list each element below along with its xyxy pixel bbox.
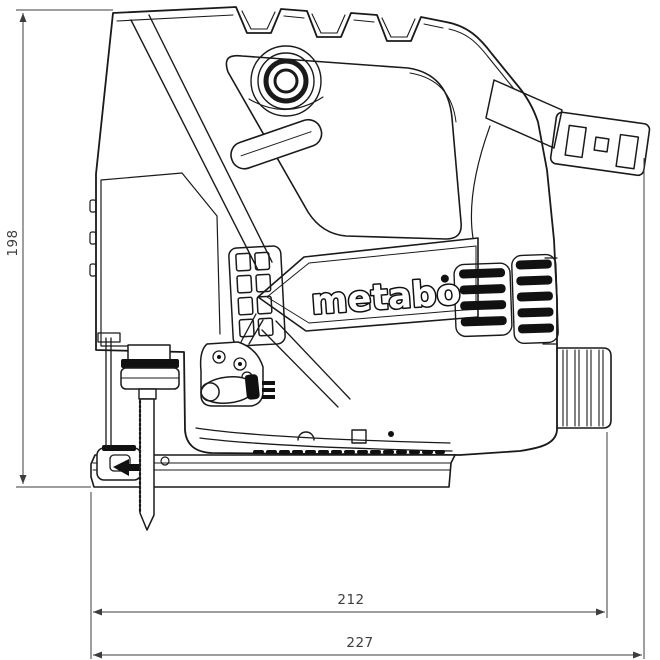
bottom-skirt bbox=[195, 320, 453, 454]
lever-grip-ribs bbox=[262, 381, 275, 399]
metabo-logo-text: metabo bbox=[310, 273, 462, 323]
direction-arrow-icon bbox=[113, 459, 153, 476]
handle-front-band bbox=[130, 14, 273, 271]
body-outline bbox=[95, 6, 558, 456]
trigger-switch bbox=[230, 118, 323, 170]
power-cable bbox=[485, 79, 651, 177]
dimension-label-height: 198 bbox=[5, 229, 21, 256]
metabo-logo: metabo bbox=[308, 271, 463, 324]
jigsaw-body bbox=[89, 6, 651, 531]
rear-contour bbox=[470, 125, 558, 345]
dimension-label-body-length: 212 bbox=[337, 592, 364, 608]
registered-mark-dot bbox=[440, 274, 449, 283]
rear-vent-slats bbox=[453, 253, 559, 345]
handle-notches bbox=[116, 10, 515, 90]
dimension-annotations bbox=[16, 9, 645, 659]
handle-opening-inner-line bbox=[409, 72, 457, 123]
gear-head-face bbox=[89, 172, 221, 347]
dimension-label-overall-length: 227 bbox=[346, 635, 373, 651]
extension-lines bbox=[16, 9, 645, 659]
front-vents bbox=[228, 245, 286, 347]
saw-blade bbox=[138, 398, 155, 531]
dust-port bbox=[556, 347, 612, 429]
touch-guard bbox=[97, 332, 121, 449]
speed-dial-icon bbox=[248, 45, 324, 117]
pendulum-lever bbox=[199, 313, 275, 407]
blade-clamp bbox=[120, 344, 180, 400]
